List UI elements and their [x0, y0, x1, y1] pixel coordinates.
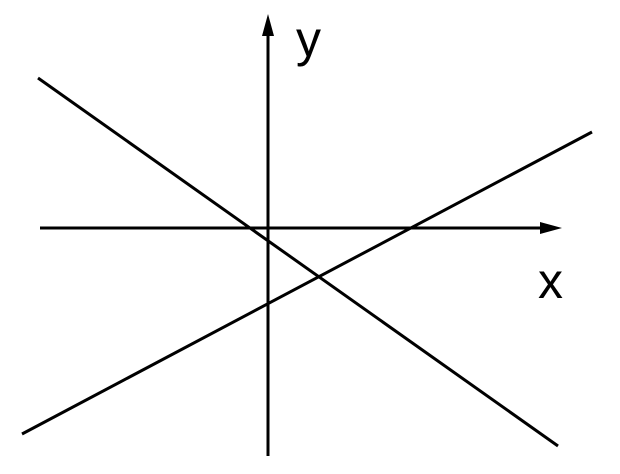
y-axis-label: y [296, 11, 321, 67]
x-axis-label: x [538, 253, 563, 309]
y-axis-arrowhead [262, 14, 274, 36]
decreasing-line [37, 76, 559, 448]
x-axis-arrowhead [540, 222, 562, 234]
increasing-line [21, 130, 593, 436]
